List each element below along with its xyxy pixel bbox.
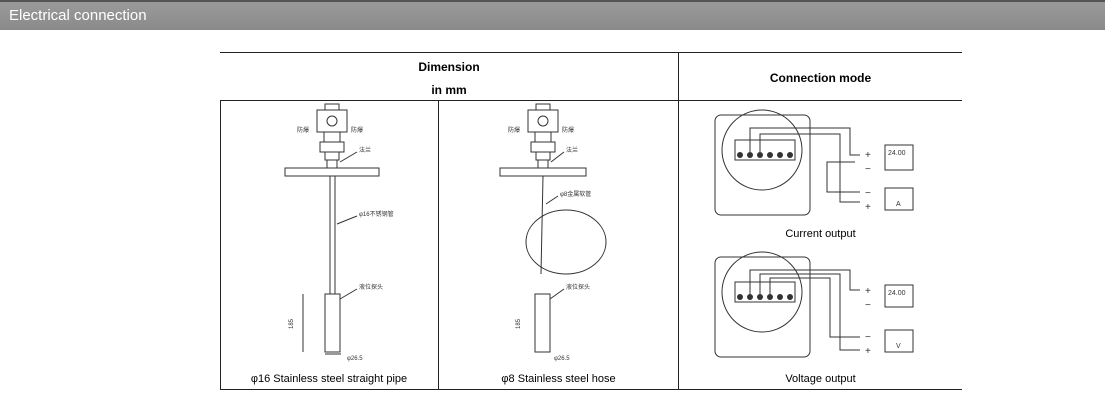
table-mid-rule	[438, 100, 439, 390]
hose-drawing: 防爆 防爆 法兰 φ8金属软管 液位探头 185 φ26.5	[499, 103, 607, 362]
pipe-dim-diameter: φ26.5	[347, 356, 363, 362]
dimension-header: Dimension	[418, 60, 480, 74]
dimension-unit: in mm	[431, 83, 467, 97]
table-divider-rule	[678, 52, 679, 390]
svg-text:+: +	[865, 150, 871, 161]
connection-mode-header: Connection mode	[769, 71, 872, 85]
pipe-dim-length: 185	[289, 318, 295, 329]
current-output-caption: Current output	[785, 228, 856, 240]
section-title: Electrical connection	[9, 7, 147, 24]
current-display-value: 24.00	[888, 150, 906, 157]
svg-text:法兰: 法兰	[359, 146, 371, 154]
svg-text:+: +	[865, 202, 871, 213]
voltage-output-caption: Voltage output	[785, 373, 856, 385]
section-header: Electrical connection	[0, 0, 1105, 30]
svg-text:−: −	[865, 188, 871, 199]
table-left-rule	[220, 100, 221, 390]
table-top-rule	[220, 52, 962, 53]
svg-text:−: −	[865, 300, 871, 311]
hose-caption: φ8 Stainless steel hose	[501, 373, 616, 385]
table-bottom-rule	[220, 389, 962, 390]
svg-text:+: +	[865, 346, 871, 357]
svg-text:φ16不锈钢管: φ16不锈钢管	[359, 210, 394, 218]
voltage-output-wiring: + − − + 24.00 V	[714, 251, 914, 358]
svg-text:防爆: 防爆	[297, 126, 309, 134]
svg-text:−: −	[865, 332, 871, 343]
current-output-wiring: + − − + 24.00 A	[714, 109, 914, 216]
hose-dim-length: 185	[516, 318, 522, 329]
pipe-caption: φ16 Stainless steel straight pipe	[250, 373, 408, 385]
straight-pipe-drawing: 防爆 防爆 法兰 φ16不锈钢管 液位探头 185 φ26.5	[284, 103, 394, 362]
voltage-display-value: 24.00	[888, 290, 906, 297]
hose-dim-diameter: φ26.5	[554, 356, 570, 362]
table-header-rule	[220, 100, 962, 101]
svg-text:+: +	[865, 286, 871, 297]
ammeter-symbol: A	[896, 201, 901, 208]
svg-text:防爆: 防爆	[508, 126, 520, 134]
svg-text:液位探头: 液位探头	[566, 283, 590, 291]
voltmeter-symbol: V	[896, 343, 901, 350]
svg-text:−: −	[865, 164, 871, 175]
svg-text:法兰: 法兰	[566, 146, 578, 154]
svg-text:液位探头: 液位探头	[359, 283, 383, 291]
svg-text:φ8金属软管: φ8金属软管	[560, 190, 591, 198]
svg-text:防爆: 防爆	[562, 126, 574, 134]
svg-text:防爆: 防爆	[351, 126, 363, 134]
spec-table: Dimension in mm Connection mode 防爆 防爆 法兰…	[220, 52, 962, 390]
